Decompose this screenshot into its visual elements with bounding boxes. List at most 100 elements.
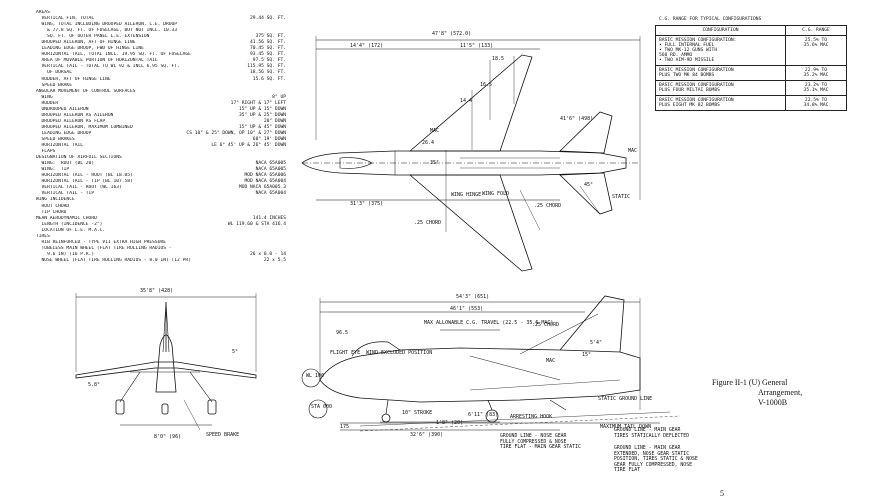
spec-value: 26 x 8.0 - 14 <box>250 251 286 257</box>
spec-value: 15° UP & 15° DOWN <box>238 106 286 112</box>
plan-chord-25a: .25 CHORD <box>534 203 561 209</box>
cg-table-row: BASIC MISSION CONFIGURATION PLUS EIGHT M… <box>655 95 847 111</box>
spec-label: AREA OF MOVABLE PORTION OF HORIZONTAL TA… <box>36 58 158 64</box>
spec-value: MOD NACA 65A006 <box>244 173 287 179</box>
spec-value: 22 x 5.5 <box>263 257 286 263</box>
front-left-wheel <box>115 399 125 415</box>
spec-value: 35° UP & 25° DOWN <box>238 112 286 118</box>
side-nose-wheel <box>381 413 391 423</box>
spec-row: ROOT CHORD <box>36 204 286 210</box>
plan-bottom-dim: 31'3" (375) <box>350 201 383 207</box>
spec-label: LEADING EDGE DROOP, FWD OF HINGE LINE <box>36 46 144 52</box>
spec-value: 17° RIGHT & 17° LEFT <box>230 100 286 106</box>
plan-wing-hinge-label: WING HINGE <box>451 192 481 198</box>
spec-row: TUBELESS MAIN WHEEL (FLAT TIRE ROLLING R… <box>36 246 286 252</box>
spec-value: NACA 65A004 <box>255 191 286 197</box>
side-static-ground-line-label: STATIC GROUND LINE <box>598 396 652 402</box>
side-mac-label: MAC <box>546 358 555 364</box>
spec-label: WING: ROOT (BL 20) <box>36 161 95 167</box>
spec-label: FLAPS <box>36 149 56 155</box>
spec-label: WING, TOTAL INCLUDING DROOPED AILERON, L… <box>36 22 178 28</box>
spec-row: ANGULAR MOVEMENT OF CONTROL SURFACES <box>36 89 286 95</box>
plan-mac-label-2: MAC <box>628 148 637 154</box>
spec-label: RUDDER, AFT OF HINGE LINE <box>36 76 111 82</box>
cg-range-cell: 22.5% TO 34.8% MAC <box>785 95 847 111</box>
spec-label: HORIZONTAL TAIL, TOTAL INCL. 19.95 SQ. F… <box>36 52 191 58</box>
plan-dim-18: 18.5 <box>492 56 504 62</box>
plan-wing-fold-label: WING FOLD <box>482 191 509 197</box>
spec-label: RUDDER <box>36 100 59 106</box>
spec-label: MEAN AERODYNAMIC CHORD <box>36 215 97 221</box>
spec-label: OF DORSAL <box>36 70 72 76</box>
spec-row: LENGTH (INCIDENCE -2°)WL 119.60 & STA 41… <box>36 222 286 228</box>
cg-table-title: C.G. RANGE FOR TYPICAL CONFIGURATIONS <box>659 17 762 22</box>
side-wl-label: WL 100 <box>306 373 324 379</box>
spec-row: HORIZONTAL TAIL - TIP (BL 107.58)MOD NAC… <box>36 179 286 185</box>
spec-row: 9.6 IN) (16 P.R.)26 x 8.0 - 14 <box>36 252 286 258</box>
plan-angle-45: 45° <box>584 182 593 188</box>
spec-value: 15.6 SQ. FT. <box>252 76 286 82</box>
side-dim-6: 6'11" (83) <box>468 412 498 418</box>
side-dim-8: 5'4" <box>590 340 602 346</box>
side-flight-eye-label: FLIGHT EYE <box>330 350 360 356</box>
front-nose-wheel <box>161 403 169 415</box>
side-vertical-tail <box>559 295 625 353</box>
plan-dim-26: 26.4 <box>422 140 434 146</box>
side-ground-line-nose-label: GROUND LINE - NOSE GEAR FULLY COMPRESSED… <box>500 434 581 451</box>
spec-value: 141.4 INCHES <box>252 215 286 221</box>
spec-row: UNDROOPED AILERON 15° UP & 15° DOWN <box>36 107 286 113</box>
side-sta-label: STA 000 <box>311 404 332 410</box>
caption-line-1: Figure II-1 (U) General <box>712 378 788 387</box>
spec-value: MOD NACA 65A005.3 <box>238 185 286 191</box>
spec-label: AREAS <box>36 10 50 15</box>
plan-angle-35: 35° <box>430 160 439 166</box>
spec-label: SPEED BRAKE <box>36 82 72 88</box>
spec-value: 375 SQ. FT. <box>255 34 286 40</box>
front-view <box>75 293 257 431</box>
spec-value: LE 6° 45' UP & 26° 45' DOWN <box>211 143 286 149</box>
side-stroke2-label: 1'8" (20) <box>436 420 463 426</box>
spec-label: UNDROOPED AILERON <box>36 106 89 112</box>
spec-row: OF DORSAL 18.56 SQ. FT. <box>36 70 286 76</box>
caption-line-2: Arrangement, <box>758 388 803 397</box>
plan-mac-label: MAC <box>430 128 439 134</box>
front-dihedral-label: 5° <box>232 349 238 355</box>
spec-row: WING, TOTAL INCLUDING DROOPED AILERON, L… <box>36 22 286 28</box>
spec-label: LENGTH (INCIDENCE -2°) <box>36 221 103 227</box>
plan-left-dim: 41'6" (498) <box>560 116 593 122</box>
side-length-dim: 54'3" (651) <box>456 294 489 300</box>
side-main-wheel <box>485 409 499 423</box>
spec-value: 18.56 SQ. FT. <box>250 70 286 76</box>
plan-static-label: STATIC <box>612 194 630 200</box>
side-chord-25: .25 CHORD <box>532 322 559 328</box>
side-wind-excluded-label: WIND-EXCLUDED POSITION <box>366 350 432 356</box>
side-arresting-hook-label: ARRESTING HOOK <box>510 414 552 420</box>
spec-row: VERTICAL TAIL - ROOT (WL 163) MOD NACA 65… <box>36 185 286 191</box>
front-anhedral-label: 5.8° <box>88 382 100 388</box>
spec-label: HORIZONTAL TAIL - ROOT (BL 18.05) <box>36 173 133 179</box>
plan-view <box>301 36 641 272</box>
cg-table-row: BASIC MISSION CONFIGURATION: • FULL INTE… <box>655 35 847 66</box>
side-main-gear-static-label: GROUND LINE - MAIN GEAR TIRES STATICALLY… <box>614 428 690 439</box>
plan-upper-wing <box>408 54 533 152</box>
spec-label: VERTICAL TAIL - ROOT (WL 163) <box>36 185 122 191</box>
plan-span-half-dim: 14'4" (172) <box>350 43 383 49</box>
side-dim-96: 96.5 <box>336 330 348 336</box>
cg-range-table: CONFIGURATION C.G. RANGE BASIC MISSION C… <box>655 25 847 111</box>
side-length3-dim: 32'6" (390) <box>410 432 443 438</box>
front-span-dim: 35'8" (428) <box>140 288 173 294</box>
spec-row: VERTICAL TAIL - TOTAL TO WL 92 & INCL 6.… <box>36 64 286 70</box>
side-angle-15: 15° <box>582 352 591 358</box>
spec-label: TUBELESS MAIN WHEEL (FLAT TIRE ROLLING R… <box>36 245 172 251</box>
plan-lower-wing <box>408 174 533 272</box>
spec-label: VERTICAL FIN, TOTAL <box>36 16 95 22</box>
